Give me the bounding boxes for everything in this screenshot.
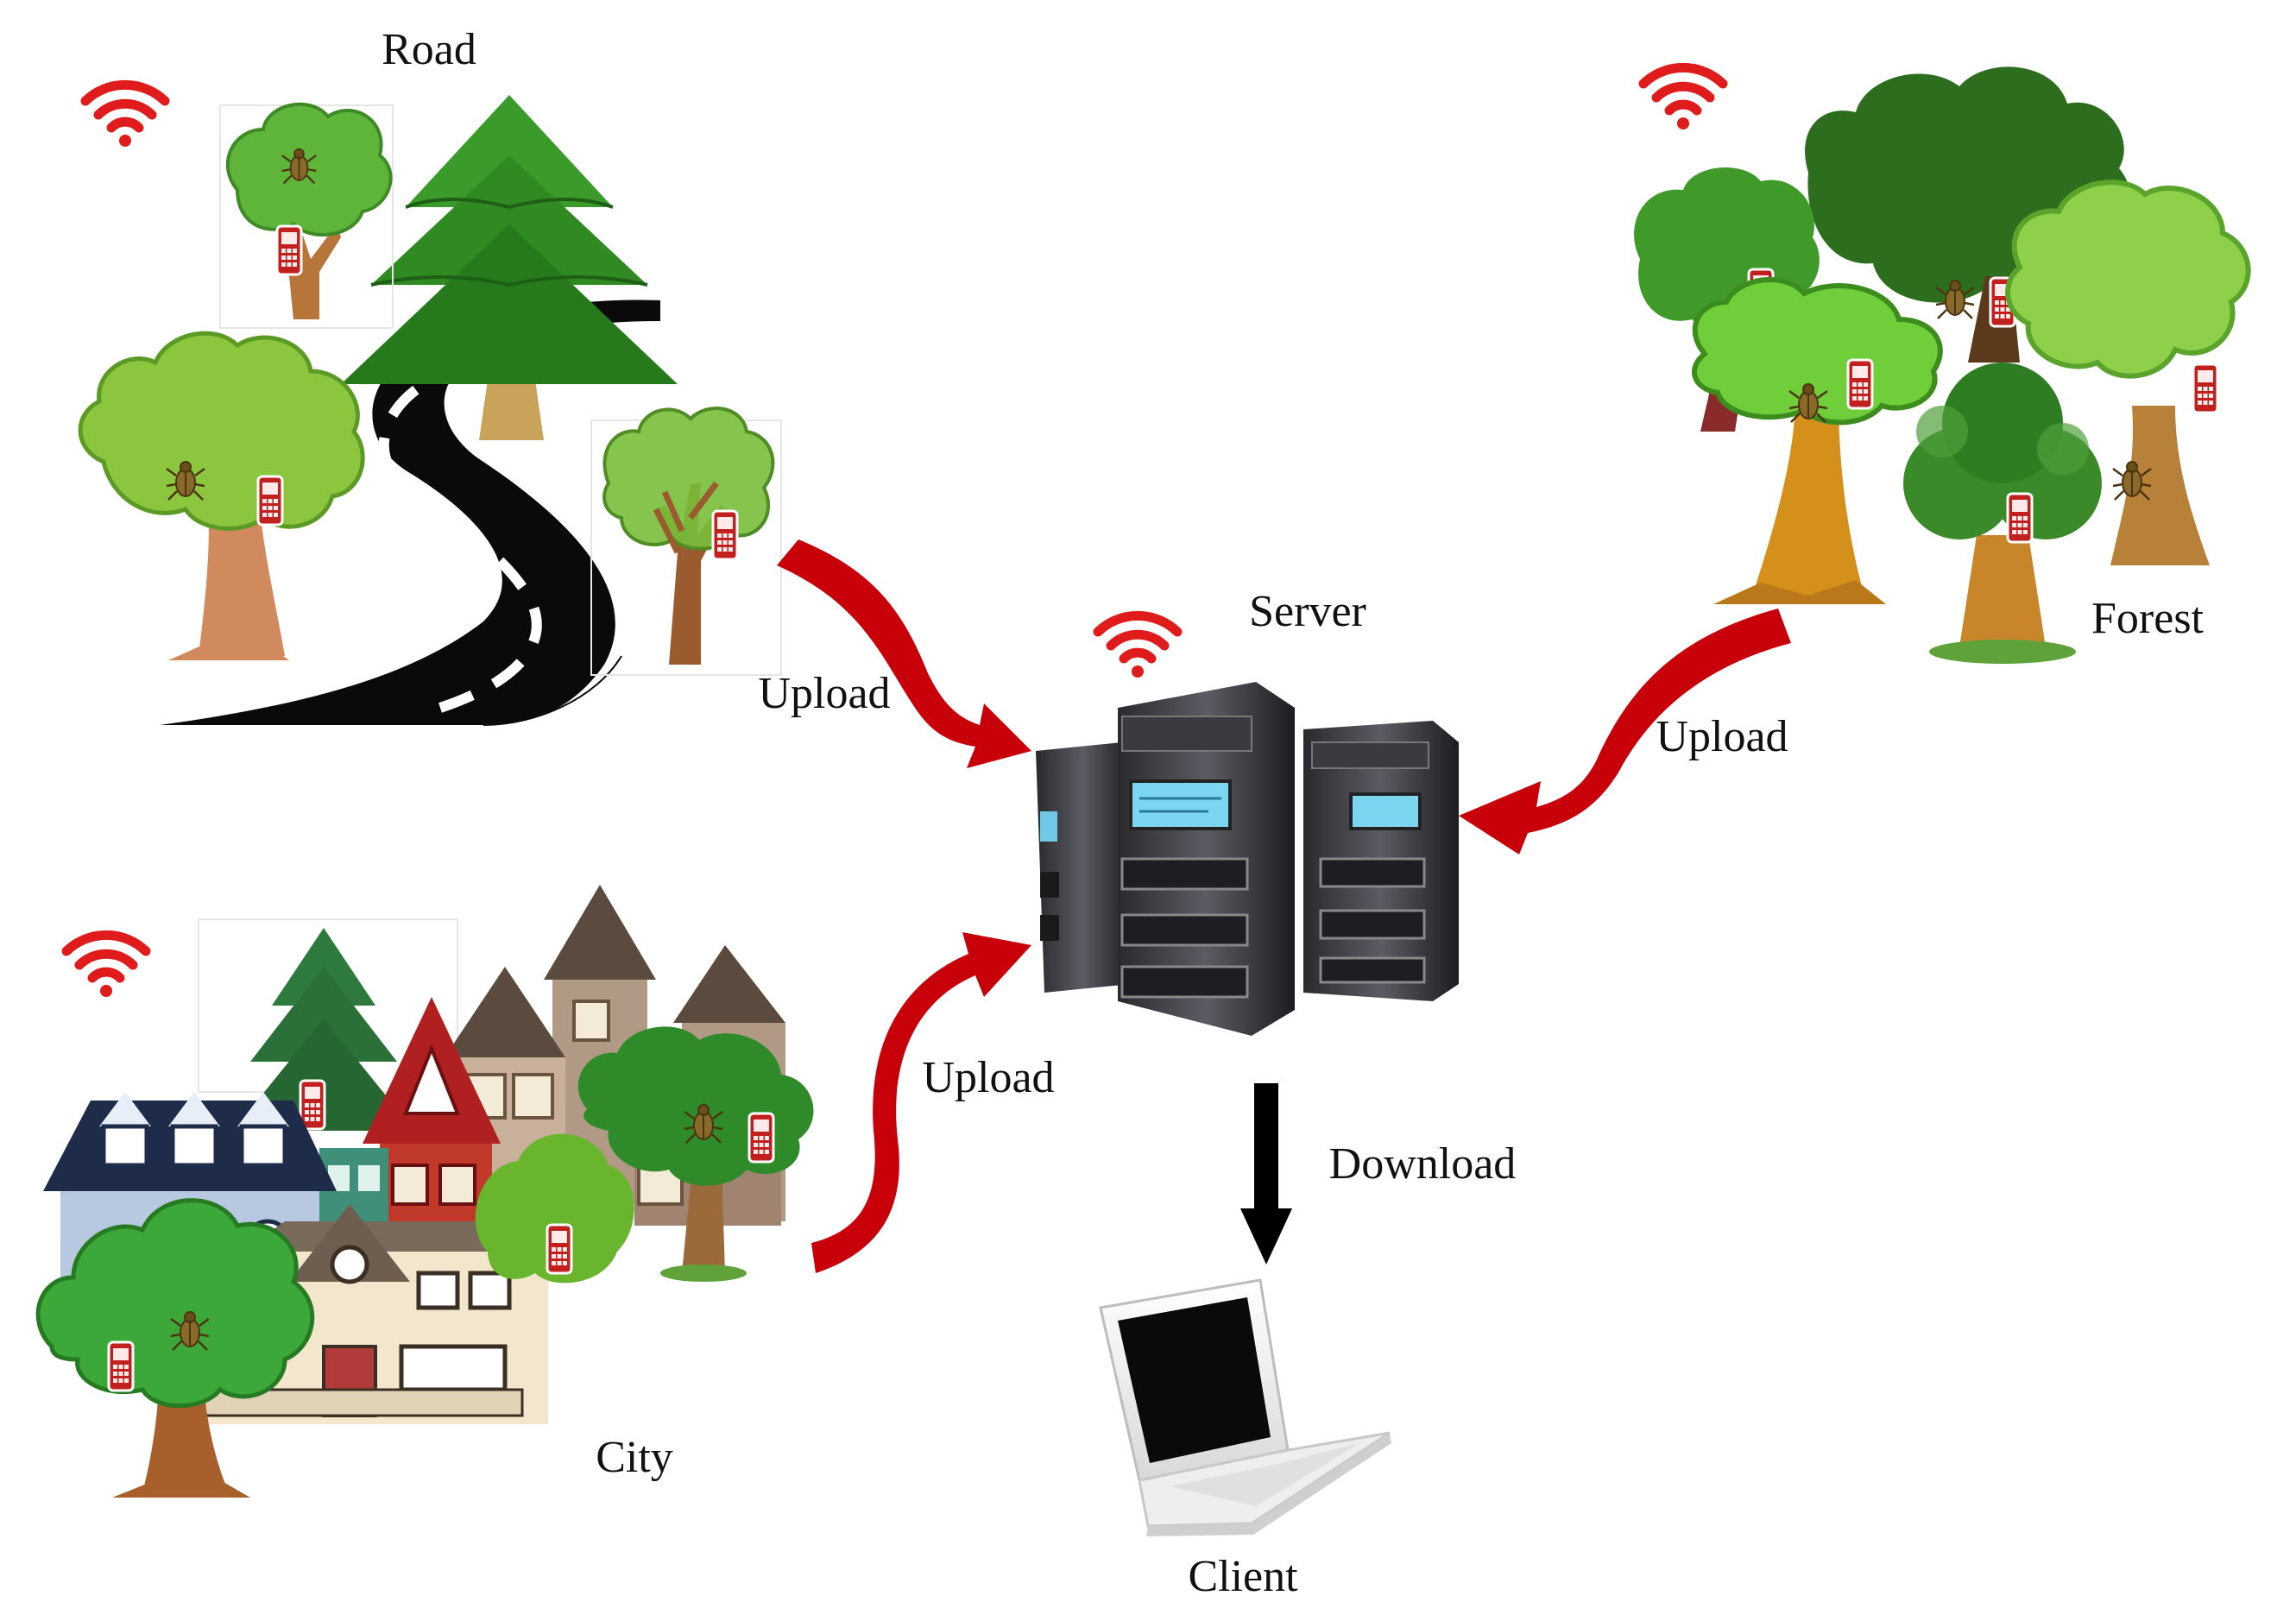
sensor-phone-icon xyxy=(2192,363,2219,414)
wifi-icon xyxy=(1643,67,1723,129)
road-scene: Road xyxy=(78,25,782,726)
server-tower-right xyxy=(1303,721,1459,1001)
sensor-phone-icon xyxy=(2006,492,2034,544)
forest-label: Forest xyxy=(2091,594,2205,643)
server-label: Server xyxy=(1249,587,1366,636)
download-label: Download xyxy=(1329,1139,1517,1189)
upload-arrow-road: Upload xyxy=(758,539,1031,768)
city-label: City xyxy=(596,1433,673,1482)
server-tower-left xyxy=(1036,742,1131,993)
upload-arrow-city: Upload xyxy=(811,932,1055,1273)
sensor-phone-icon xyxy=(256,475,284,527)
sensor-phone-icon xyxy=(275,224,303,276)
bright-tree xyxy=(1692,276,2016,604)
small-tree-top xyxy=(219,102,394,329)
road-label: Road xyxy=(382,25,476,74)
round-tree xyxy=(1903,363,2102,664)
client-label: Client xyxy=(1188,1552,1298,1601)
sensor-phone-icon xyxy=(546,1223,573,1275)
sensor-phone-icon xyxy=(1846,358,1874,410)
wifi-icon xyxy=(66,935,146,997)
sensor-phone-icon xyxy=(711,509,739,561)
pine-tree xyxy=(341,95,678,440)
wifi-icon xyxy=(85,85,165,147)
forest-scene: Forest xyxy=(1634,66,2251,664)
city-front-tree xyxy=(35,1198,315,1498)
server-group: Server xyxy=(1036,587,1459,1036)
wifi-icon xyxy=(1098,615,1177,678)
road-center-dashes xyxy=(378,375,542,713)
download-arrow: Download xyxy=(1240,1083,1516,1265)
sensor-phone-icon xyxy=(747,1112,775,1164)
sensor-phone-icon xyxy=(107,1340,135,1392)
light-tree-left xyxy=(78,331,365,660)
upload-arrow-forest: Upload xyxy=(1459,609,1791,855)
sensor-phone-icon xyxy=(299,1079,326,1131)
upload-label-road: Upload xyxy=(758,669,890,718)
client-laptop: Client xyxy=(1099,1278,1391,1601)
light-tree-right xyxy=(2005,180,2251,565)
city-right-tree xyxy=(577,1026,814,1282)
upload-label-city: Upload xyxy=(922,1053,1054,1102)
server-tower-center xyxy=(1118,682,1295,1036)
city-light-tree xyxy=(475,1133,634,1284)
city-scene: City xyxy=(35,885,814,1498)
upload-label-forest: Upload xyxy=(1656,712,1788,761)
framed-tree-right xyxy=(590,407,782,676)
